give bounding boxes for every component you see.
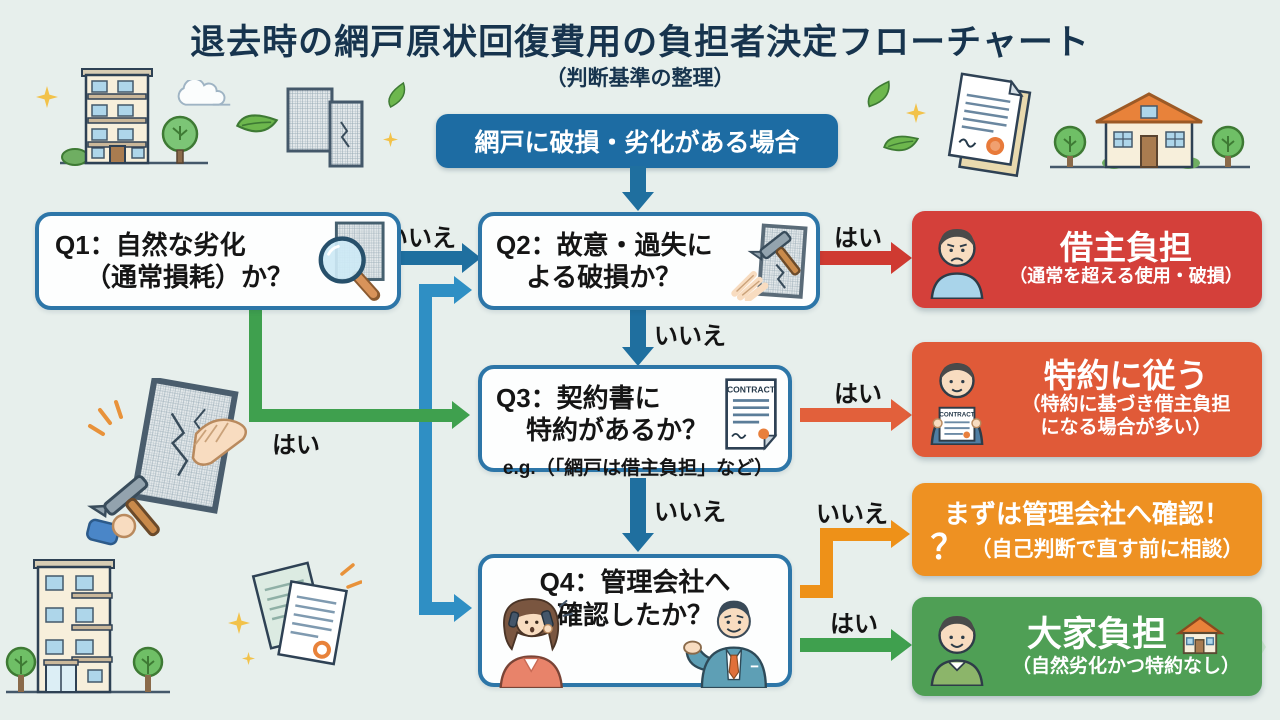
q1-line2: （通常損耗）か？ xyxy=(85,262,294,292)
contract-icon-label: CONTRACT xyxy=(727,384,776,394)
q2-line1: Q2：故意・過失に xyxy=(496,229,713,260)
arrowhead-q2-no xyxy=(622,347,654,366)
start-label: 網戸に破損・劣化がある場合 xyxy=(474,129,800,157)
arrow-q4-no-vertical xyxy=(820,528,833,598)
arrow-q1-yes-horizontal xyxy=(249,409,453,422)
magnifier-screen-icon xyxy=(318,221,385,301)
q2-text: Q2：故意・過失に よる破損か？ xyxy=(496,229,724,294)
sparkle-icon xyxy=(383,132,398,147)
house-icon xyxy=(1175,616,1225,655)
result-box-clause: CONTRACT 特約に従う （特約に基づき借主負担 になる場合が多い） xyxy=(912,342,1262,457)
woman-on-phone-icon xyxy=(499,598,573,688)
q4-line2: 確認したか？ xyxy=(556,599,713,630)
rail-bottom-segment xyxy=(419,602,455,615)
arrowhead-rail-to-q4 xyxy=(454,594,472,622)
contract-icon: CONTRACT xyxy=(725,378,778,451)
arrowhead-start-to-q2 xyxy=(622,192,654,211)
arrowhead-q3-no xyxy=(622,533,654,552)
check-line2-row: ？ （自己判断で直す前に相談） xyxy=(931,531,1244,565)
arrow-q2-no xyxy=(630,310,646,349)
q3-text: Q3：契約書に 特約があるか？ xyxy=(496,382,722,447)
result-box-landlord: 大家負担 （自然劣化かつ特約なし） xyxy=(912,597,1262,696)
arrow-q1-yes-vertical xyxy=(249,310,262,422)
apartment-building-icon xyxy=(5,559,170,694)
landlord-text: 大家負担 （自然劣化かつ特約なし） xyxy=(998,614,1254,679)
contract-document-icon xyxy=(947,72,1032,178)
clause-title: 特約に従う xyxy=(1043,357,1209,395)
q3-line1: Q3：契約書に xyxy=(496,382,661,413)
tenant-subtitle: （通常を超える使用・破損） xyxy=(1009,266,1243,287)
label-q4-no: いいえ xyxy=(816,501,888,528)
rail-top-segment xyxy=(419,284,455,297)
window-screens-icon xyxy=(286,87,364,168)
label-q2-no: いいえ xyxy=(654,323,726,350)
leaf-icon xyxy=(235,114,279,133)
start-box: 網戸に破損・劣化がある場合 xyxy=(436,114,838,168)
q1-text: Q1：自然な劣化 （通常損耗）か？ xyxy=(55,229,313,294)
sparkle-icon xyxy=(906,103,926,123)
person-with-contract-icon: CONTRACT xyxy=(930,362,984,445)
q3-line2: 特約があるか？ xyxy=(526,415,709,445)
clause-subtitle-line1: （特約に基づき借主負担 xyxy=(1021,394,1231,416)
agent-man-icon xyxy=(683,600,767,688)
arrow-start-to-q2 xyxy=(630,166,646,193)
q4-line1: Q4：管理会社へ xyxy=(539,567,731,597)
arrowhead-q4-yes xyxy=(891,629,912,661)
q3-note: e.g.（「網戸は借主負担」など） xyxy=(502,458,774,479)
apartment-building-icon xyxy=(60,68,208,166)
tenant-person-icon xyxy=(930,228,984,299)
arrow-q3-no xyxy=(630,478,646,535)
arrow-q3-yes xyxy=(800,408,892,422)
hammer-screen-icon xyxy=(731,223,808,301)
q2-line2: よる破損か？ xyxy=(526,262,682,292)
landlord-title: 大家負担 xyxy=(1026,614,1167,654)
clause-text: 特約に従う （特約に基づき借主負担 になる場合が多い） xyxy=(998,359,1254,439)
question-box-q3: Q3：契約書に 特約があるか？ CONTRACT e.g.（「網戸は借主負担」な… xyxy=(478,365,792,479)
landlord-person-icon xyxy=(930,615,984,686)
question-mark-icon: ？ xyxy=(930,529,965,567)
label-q1-yes: はい xyxy=(272,432,320,459)
arrow-q4-yes xyxy=(800,638,892,652)
landlord-subtitle: （自然劣化かつ特約なし） xyxy=(1011,656,1240,678)
result-box-tenant: 借主負担 （通常を超える使用・破損） xyxy=(912,211,1262,308)
question-box-q2: Q2：故意・過失に よる破損か？ xyxy=(478,212,820,310)
arrowhead-q2-yes xyxy=(891,242,912,274)
arrowhead-q1-yes xyxy=(452,401,470,429)
broken-screen-hammer-icon xyxy=(86,378,248,546)
label-q4-yes: はい xyxy=(830,611,878,638)
check-line1: まずは管理会社へ確認！ xyxy=(943,499,1230,529)
arrow-q2-yes xyxy=(800,251,892,265)
house-with-trees-icon xyxy=(1050,92,1250,169)
tenant-title: 借主負担 xyxy=(1060,229,1192,267)
label-q3-yes: はい xyxy=(834,381,882,408)
question-box-q4: Q4：管理会社へ 確認したか？ xyxy=(478,554,792,688)
arrowhead-q3-yes xyxy=(891,399,912,431)
arrowhead-q4-no xyxy=(891,520,910,548)
leaf-icon xyxy=(883,135,920,152)
cloud-icon xyxy=(177,80,231,106)
check-line2: （自己判断で直す前に相談） xyxy=(970,538,1244,561)
arrow-q4-no-horizontal xyxy=(820,528,892,541)
label-q2-yes: はい xyxy=(834,225,882,252)
clause-subtitle-line2: になる場合が多い） xyxy=(1040,416,1212,438)
result-box-check: まずは管理会社へ確認！ ？ （自己判断で直す前に相談） xyxy=(912,483,1262,576)
arrowhead-rail-to-q2 xyxy=(454,276,472,304)
question-box-q1: Q1：自然な劣化 （通常損耗）か？ xyxy=(35,212,401,310)
q1-line1: Q1：自然な劣化 xyxy=(55,229,246,260)
contract-icon-label: CONTRACT xyxy=(939,411,974,418)
leaf-icon xyxy=(867,80,890,108)
label-q3-no: いいえ xyxy=(654,499,726,526)
page-title: 退去時の網戸原状回復費用の負担者決定フローチャート xyxy=(190,23,1090,62)
page-subtitle: （判断基準の整理） xyxy=(545,67,735,90)
tenant-text: 借主負担 （通常を超える使用・破損） xyxy=(998,231,1254,287)
documents-icon xyxy=(251,561,362,666)
arrowhead-q1-no xyxy=(462,243,481,273)
rail-vertical xyxy=(419,284,432,615)
leaf-icon xyxy=(388,81,406,109)
q4-text: Q4：管理会社へ 確認したか？ xyxy=(482,558,788,631)
